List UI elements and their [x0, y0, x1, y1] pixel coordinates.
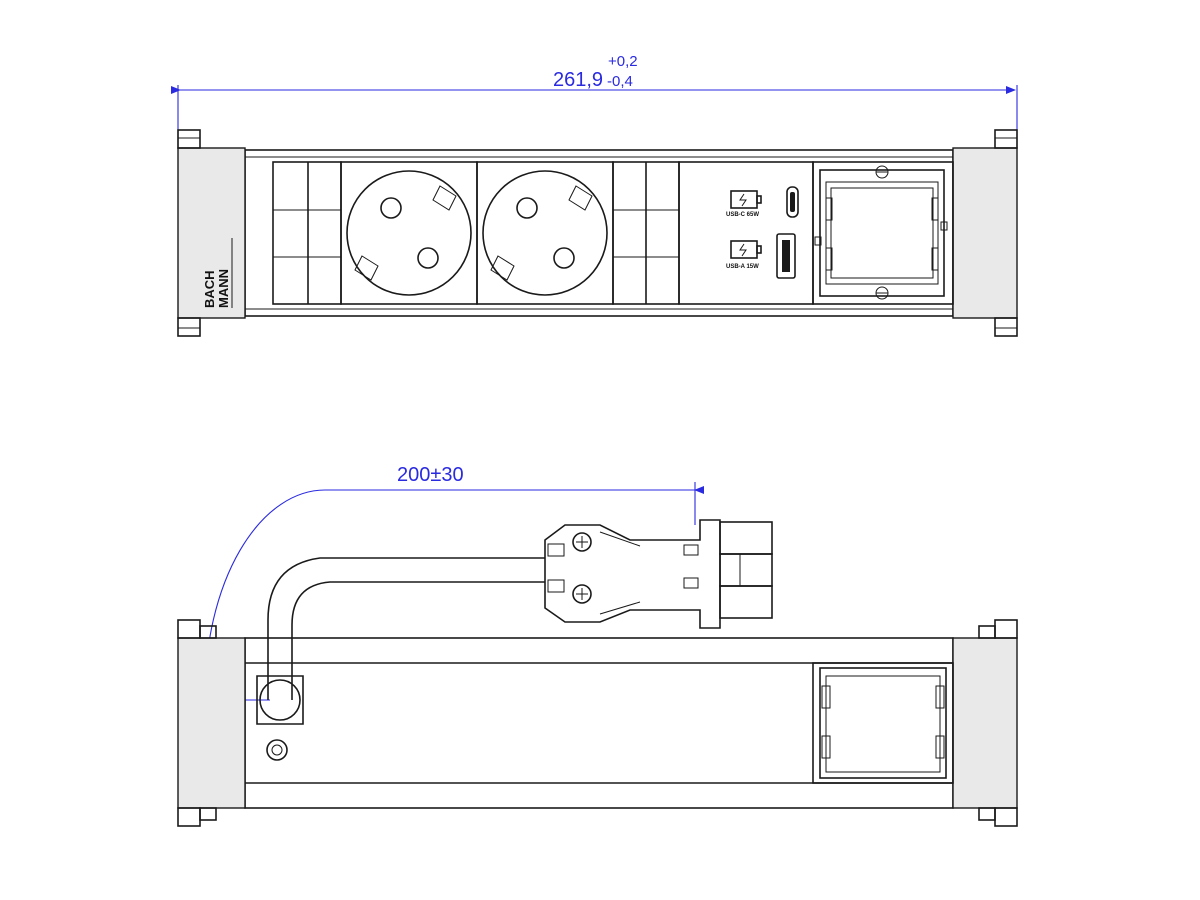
power-cable [267, 557, 545, 700]
tolerance-plus: +0,2 [608, 53, 638, 70]
empty-module-frame [812, 161, 954, 305]
blank-module-left [272, 161, 342, 305]
overall-length-dimension: 261,9 +0,2 -0,4 [171, 53, 1018, 148]
usb-c-label: USB-C 65W [726, 212, 759, 218]
rear-view: 200±30 [177, 464, 1018, 827]
cable-length-value: 200±30 [397, 464, 464, 486]
schuko-socket-2 [476, 161, 614, 305]
battery-icon-usb-a [730, 240, 762, 259]
usb-a-port [776, 233, 796, 279]
usb-charger-module: USB-C 65W USB-A 15W [678, 161, 814, 305]
tolerance-minus: -0,4 [607, 73, 633, 90]
rear-module-frame [812, 662, 954, 784]
schuko-socket-1 [340, 161, 478, 305]
usb-a-label: USB-A 15W [726, 264, 759, 270]
rear-right-end-cap [952, 619, 1018, 827]
cable-gland [256, 675, 304, 761]
brand-line-1: BACH [202, 270, 217, 308]
right-end-cap [952, 129, 1018, 337]
front-view: 261,9 +0,2 -0,4 BACH MANN [171, 53, 1018, 337]
brand-line-2: MANN [216, 269, 231, 308]
battery-icon-usb-c [730, 190, 762, 209]
overall-length-value: 261,9 [553, 69, 603, 91]
left-end-cap: BACH MANN [177, 129, 246, 337]
usb-c-port [786, 186, 799, 218]
blank-module-right [612, 161, 680, 305]
rear-left-end-cap [177, 619, 246, 827]
gst-connector [544, 519, 773, 629]
housing-front [244, 149, 954, 317]
